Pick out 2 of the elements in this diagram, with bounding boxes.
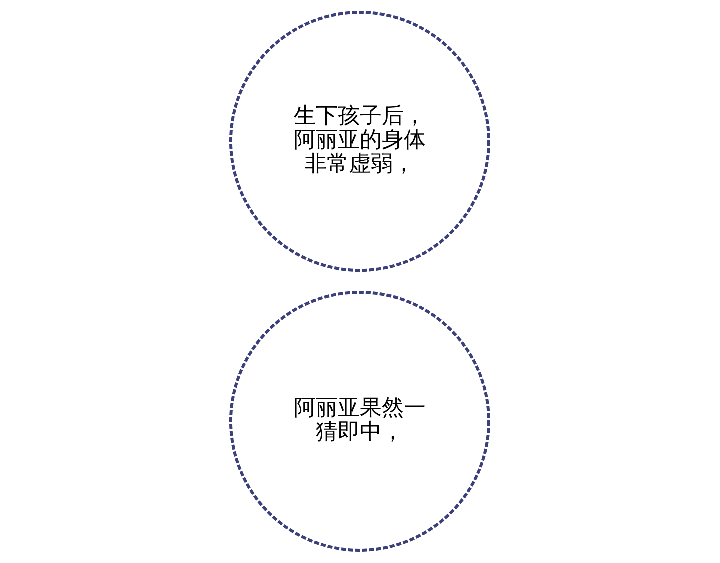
node-circle: 阿丽亚果然一猜即中， (230, 290, 490, 552)
node-circle: 生下孩子后，阿丽亚的身体非常虚弱， (230, 11, 490, 272)
